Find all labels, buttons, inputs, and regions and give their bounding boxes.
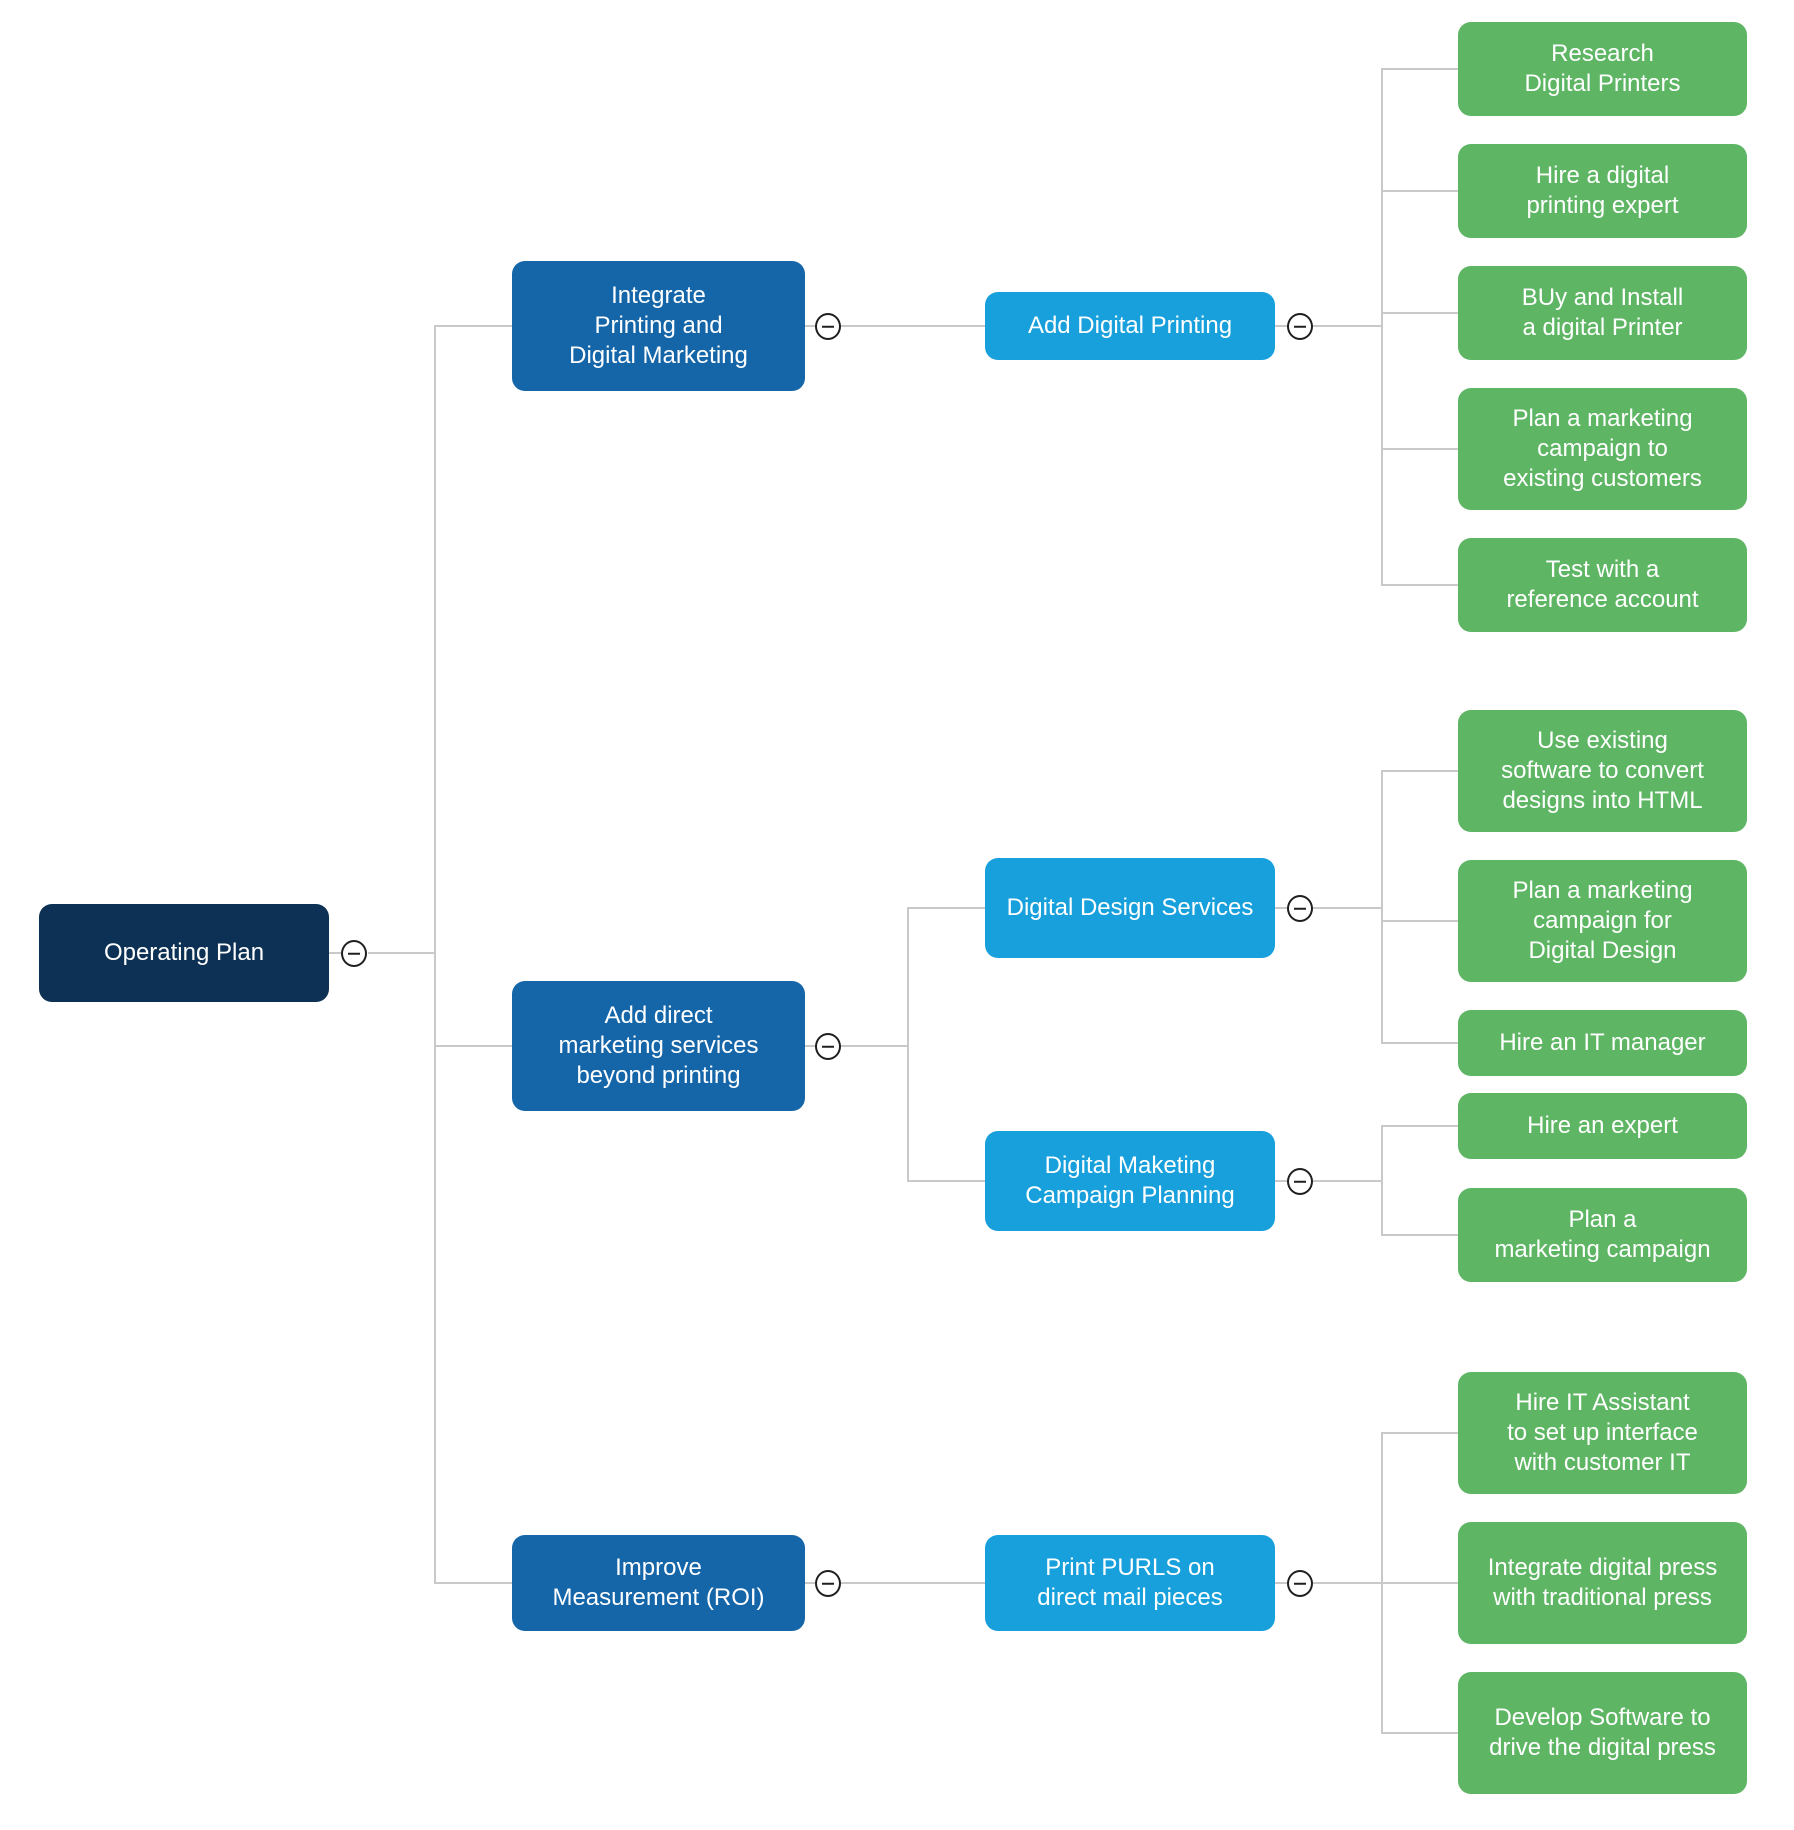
connector-line <box>1381 1042 1458 1044</box>
connector-line <box>434 325 512 327</box>
node-label: Hire a digital printing expert <box>1526 162 1679 219</box>
collapse-icon[interactable] <box>341 940 367 967</box>
node-improve-measurement[interactable]: Improve Measurement (ROI) <box>512 1535 805 1631</box>
leaf-use-existing-software[interactable]: Use existing software to convert designs… <box>1458 710 1747 832</box>
collapse-icon[interactable] <box>815 313 841 340</box>
leaf-hire-it-manager[interactable]: Hire an IT manager <box>1458 1010 1747 1076</box>
connector-line <box>1275 325 1287 327</box>
node-label: Add direct marketing services beyond pri… <box>558 1002 759 1089</box>
connector-line <box>1275 1582 1287 1584</box>
leaf-develop-software-digital-press[interactable]: Develop Software to drive the digital pr… <box>1458 1672 1747 1794</box>
node-print-purls[interactable]: Print PURLS on direct mail pieces <box>985 1535 1275 1631</box>
collapse-icon[interactable] <box>1287 895 1313 922</box>
node-label: Plan a marketing campaign <box>1494 1206 1711 1263</box>
connector-line <box>1381 312 1458 314</box>
connector-line <box>368 952 436 954</box>
node-label: Research Digital Printers <box>1524 40 1681 97</box>
connector-line <box>907 907 985 909</box>
node-add-digital-printing[interactable]: Add Digital Printing <box>985 292 1275 360</box>
connector-line <box>1313 1180 1383 1182</box>
node-label: Improve Measurement (ROI) <box>552 1554 765 1611</box>
node-digital-maketing-campaign-planning[interactable]: Digital Maketing Campaign Planning <box>985 1131 1275 1231</box>
leaf-hire-digital-printing-expert[interactable]: Hire a digital printing expert <box>1458 144 1747 238</box>
connector-line <box>1381 584 1458 586</box>
collapse-icon[interactable] <box>1287 1570 1313 1597</box>
collapse-icon[interactable] <box>1287 313 1313 340</box>
leaf-plan-campaign-digital-design[interactable]: Plan a marketing campaign for Digital De… <box>1458 860 1747 982</box>
connector-line <box>841 325 986 327</box>
node-label: Plan a marketing campaign to existing cu… <box>1503 405 1702 492</box>
connector-trunk <box>1381 770 1383 1044</box>
connector-line <box>1381 1234 1458 1236</box>
node-label: Use existing software to convert designs… <box>1501 727 1704 814</box>
connector-line <box>1381 68 1458 70</box>
connector-line <box>329 952 341 954</box>
connector-line <box>1381 770 1458 772</box>
node-label: Integrate digital press with traditional… <box>1487 1554 1718 1611</box>
node-label: Hire an IT manager <box>1499 1029 1706 1056</box>
connector-line <box>1381 1732 1458 1734</box>
connector-line <box>1313 325 1383 327</box>
connector-line <box>434 1582 512 1584</box>
connector-line <box>841 1582 986 1584</box>
node-add-direct-marketing[interactable]: Add direct marketing services beyond pri… <box>512 981 805 1111</box>
leaf-test-reference-account[interactable]: Test with a reference account <box>1458 538 1747 632</box>
node-label: BUy and Install a digital Printer <box>1521 284 1684 341</box>
node-label: Develop Software to drive the digital pr… <box>1489 1704 1716 1761</box>
connector-line <box>907 1180 985 1182</box>
node-label: Hire an expert <box>1527 1112 1678 1139</box>
node-integrate-printing[interactable]: Integrate Printing and Digital Marketing <box>512 261 805 391</box>
leaf-integrate-digital-press[interactable]: Integrate digital press with traditional… <box>1458 1522 1747 1644</box>
node-label: Test with a reference account <box>1506 556 1699 613</box>
connector-line <box>1381 448 1458 450</box>
leaf-research-digital-printers[interactable]: Research Digital Printers <box>1458 22 1747 116</box>
connector-line <box>1275 907 1287 909</box>
node-digital-design-services[interactable]: Digital Design Services <box>985 858 1275 958</box>
connector-line <box>1313 1582 1383 1584</box>
connector-line <box>434 1045 512 1047</box>
connector-trunk <box>1381 68 1383 586</box>
leaf-buy-install-digital-printer[interactable]: BUy and Install a digital Printer <box>1458 266 1747 360</box>
node-label: Digital Maketing Campaign Planning <box>1025 1152 1235 1209</box>
connector-line <box>805 1045 815 1047</box>
node-label: Operating Plan <box>103 939 265 966</box>
connector-line <box>1381 190 1458 192</box>
leaf-plan-campaign-existing-customers[interactable]: Plan a marketing campaign to existing cu… <box>1458 388 1747 510</box>
connector-trunk <box>907 907 909 1182</box>
connector-line <box>1381 1125 1458 1127</box>
collapse-icon[interactable] <box>815 1570 841 1597</box>
connector-line <box>1381 920 1458 922</box>
node-label: Print PURLS on direct mail pieces <box>1037 1554 1223 1611</box>
node-label: Hire IT Assistant to set up interface wi… <box>1507 1389 1698 1476</box>
connector-line <box>1381 1582 1458 1584</box>
connector-line <box>1381 1432 1458 1434</box>
collapse-icon[interactable] <box>1287 1168 1313 1195</box>
leaf-hire-an-expert[interactable]: Hire an expert <box>1458 1093 1747 1159</box>
collapse-icon[interactable] <box>815 1033 841 1060</box>
connector-trunk <box>434 325 436 1584</box>
leaf-hire-it-assistant[interactable]: Hire IT Assistant to set up interface wi… <box>1458 1372 1747 1494</box>
node-label: Plan a marketing campaign for Digital De… <box>1512 877 1693 964</box>
connector-line <box>841 1045 909 1047</box>
connector-line <box>1275 1180 1287 1182</box>
connector-line <box>1313 907 1383 909</box>
node-label: Integrate Printing and Digital Marketing <box>569 282 748 369</box>
node-label: Digital Design Services <box>1006 894 1254 921</box>
leaf-plan-a-marketing-campaign[interactable]: Plan a marketing campaign <box>1458 1188 1747 1282</box>
connector-trunk <box>1381 1125 1383 1236</box>
node-operating-plan[interactable]: Operating Plan <box>39 904 329 1002</box>
connector-line <box>805 1582 815 1584</box>
connector-line <box>805 325 815 327</box>
node-label: Add Digital Printing <box>1027 312 1233 339</box>
